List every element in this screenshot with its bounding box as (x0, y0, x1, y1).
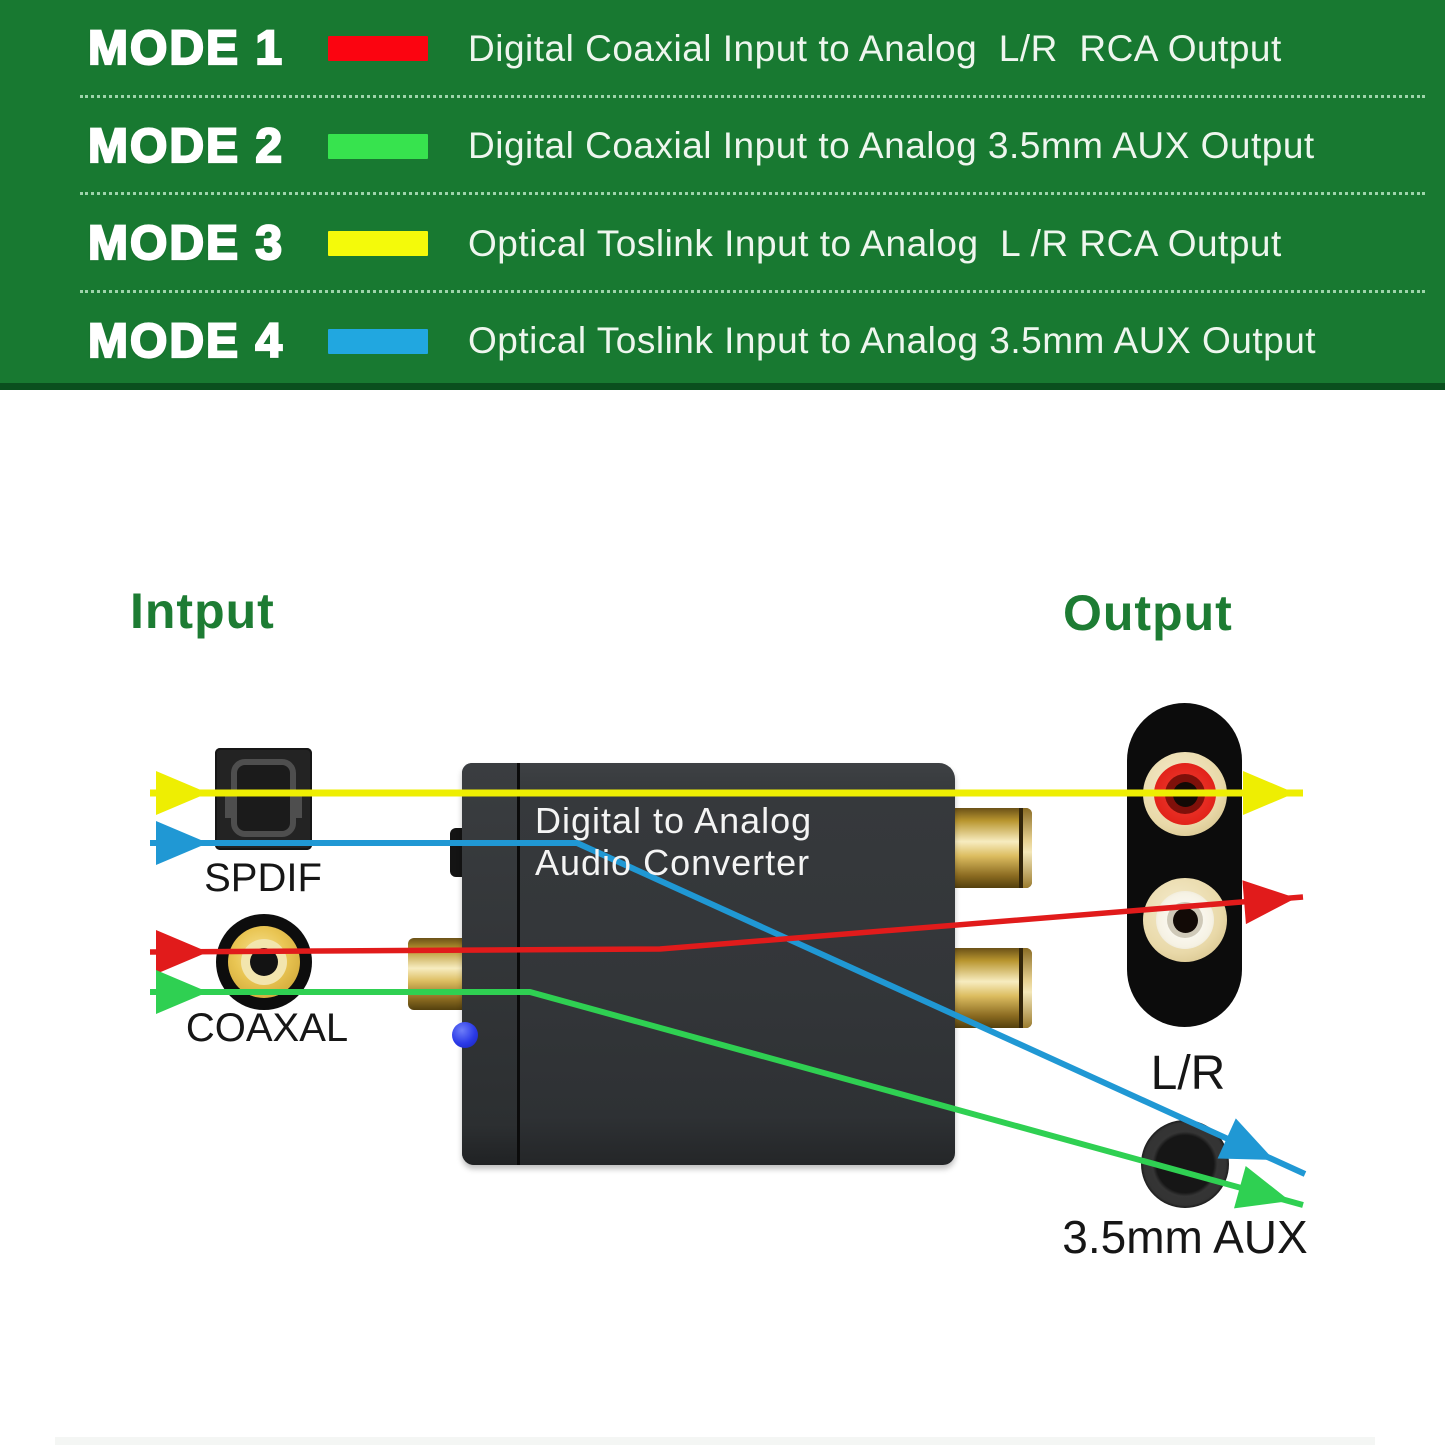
output-section-heading: Output (1063, 585, 1233, 641)
mode-4-label: MODE 4 (87, 314, 285, 369)
device-rca-output-barrel-bottom (955, 948, 1032, 1028)
white-jack-hole (1172, 907, 1198, 933)
mode-3-color-swatch (328, 231, 428, 257)
yellow-input-arrow (156, 771, 208, 815)
lr-label: L/R (1150, 1047, 1226, 1100)
red-output-arrow (1242, 880, 1296, 925)
red-input-arrow (156, 930, 208, 974)
device-title: Digital to Analog Audio Converter (535, 800, 812, 884)
mode-3-description: Optical Toslink Input to Analog L /R RCA… (468, 222, 1282, 264)
mode-2-color-swatch (328, 133, 428, 159)
mode-1-label: MODE 1 (87, 21, 285, 76)
mode-2-description: Digital Coaxial Input to Analog 3.5mm AU… (468, 125, 1315, 167)
aux-label: 3.5mm AUX (1062, 1211, 1308, 1263)
coaxial-gold-ring (228, 926, 300, 998)
mode-1-description: Digital Coaxial Input to Analog L/R RCA … (468, 27, 1282, 69)
barrel-tip (1019, 808, 1032, 888)
toslink-port-opening (231, 759, 296, 837)
barrel-tip (1019, 948, 1032, 1028)
device-power-led (452, 1022, 478, 1048)
toslink-notch-right (293, 794, 302, 818)
white-jack-mid-ring (1167, 902, 1203, 938)
spdif-label: SPDIF (204, 856, 322, 900)
blue-input-arrow (156, 821, 208, 865)
device-left-face (462, 763, 520, 1165)
rca-output-white-jack (1143, 878, 1227, 962)
yellow-output-arrow (1243, 771, 1295, 815)
device-coaxial-input-barrel (408, 938, 465, 1010)
page-bottom-strip (55, 1437, 1375, 1445)
mode-row-1: MODE 1 Digital Coaxial Input to Analog L… (0, 0, 1445, 98)
mode-legend-banner: MODE 1 Digital Coaxial Input to Analog L… (0, 0, 1445, 390)
spdif-toslink-connector (215, 748, 312, 850)
device-rca-output-barrel-top (955, 808, 1032, 888)
mode-4-description: Optical Toslink Input to Analog 3.5mm AU… (468, 320, 1317, 362)
mode-4-color-swatch (328, 328, 428, 354)
mode-1-color-swatch (328, 36, 428, 62)
red-jack-ring (1154, 763, 1216, 825)
red-jack-hole (1172, 781, 1198, 807)
mode-row-4: MODE 4 Optical Toslink Input to Analog 3… (0, 293, 1445, 391)
red-jack-mid-ring (1165, 774, 1205, 814)
white-jack-ring (1156, 891, 1214, 949)
banner-bottom-edge (0, 383, 1445, 390)
dotted-separator (80, 289, 1425, 293)
coaxial-center-hole (250, 948, 278, 976)
coaxial-inner-ring (241, 939, 287, 985)
toslink-notch-left (225, 794, 234, 818)
mode-2-label: MODE 2 (87, 119, 285, 174)
aux-35mm-output-jack (1141, 1120, 1229, 1208)
device-title-line1: Digital to Analog (535, 800, 813, 841)
mode-row-3: MODE 3 Optical Toslink Input to Analog L… (0, 195, 1445, 293)
coaxial-label: COAXAL (185, 1006, 349, 1050)
dotted-separator (80, 192, 1425, 195)
input-section-heading: Intput (130, 583, 275, 639)
coaxial-rca-connector (216, 914, 312, 1010)
dotted-separator (80, 94, 1425, 98)
device-title-line2: Audio Converter (535, 842, 811, 883)
mode-row-2: MODE 2 Digital Coaxial Input to Analog 3… (0, 98, 1445, 195)
rca-output-red-jack (1143, 752, 1227, 836)
mode-3-label: MODE 3 (87, 216, 285, 271)
